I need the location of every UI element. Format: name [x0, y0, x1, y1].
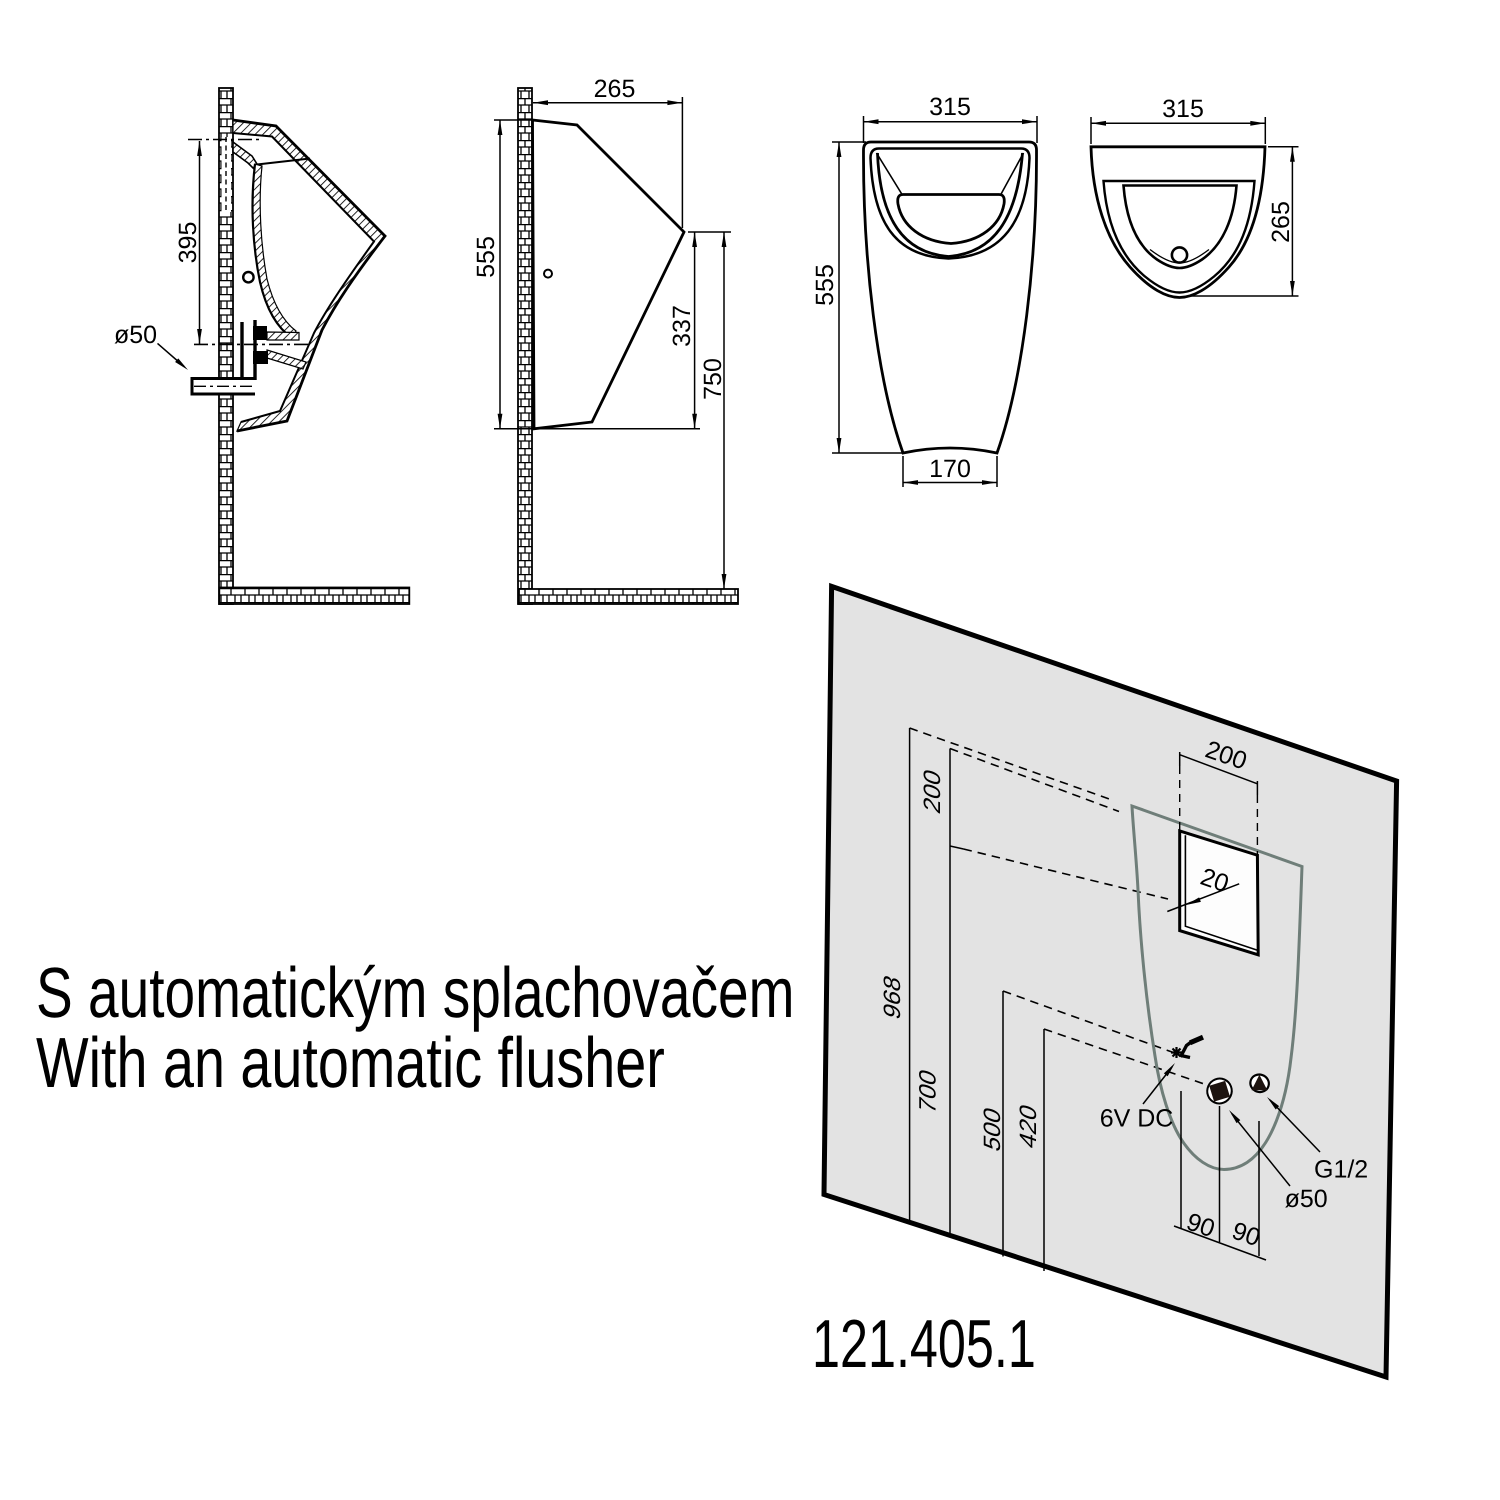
svg-text:315: 315: [929, 93, 971, 121]
svg-text:265: 265: [594, 75, 636, 103]
svg-text:555: 555: [811, 264, 839, 306]
svg-text:ø50: ø50: [1285, 1185, 1328, 1213]
svg-text:With an automatic flusher: With an automatic flusher: [36, 1024, 665, 1103]
svg-text:500: 500: [979, 1104, 1005, 1155]
svg-text:200: 200: [919, 766, 945, 817]
svg-text:968: 968: [879, 972, 905, 1023]
svg-text:337: 337: [668, 305, 696, 347]
svg-text:S automatickým splachovačem: S automatickým splachovačem: [36, 954, 794, 1033]
svg-text:6V DC: 6V DC: [1100, 1105, 1174, 1133]
svg-text:265: 265: [1267, 201, 1295, 243]
svg-text:420: 420: [1015, 1101, 1041, 1152]
svg-text:G1/2: G1/2: [1314, 1156, 1368, 1184]
svg-text:315: 315: [1162, 95, 1204, 123]
svg-text:555: 555: [472, 236, 500, 278]
svg-text:395: 395: [174, 222, 202, 264]
svg-text:ø50: ø50: [114, 321, 157, 349]
svg-text:750: 750: [699, 358, 727, 400]
svg-text:170: 170: [929, 455, 971, 483]
svg-text:700: 700: [915, 1066, 941, 1117]
svg-text:121.405.1: 121.405.1: [812, 1306, 1036, 1382]
